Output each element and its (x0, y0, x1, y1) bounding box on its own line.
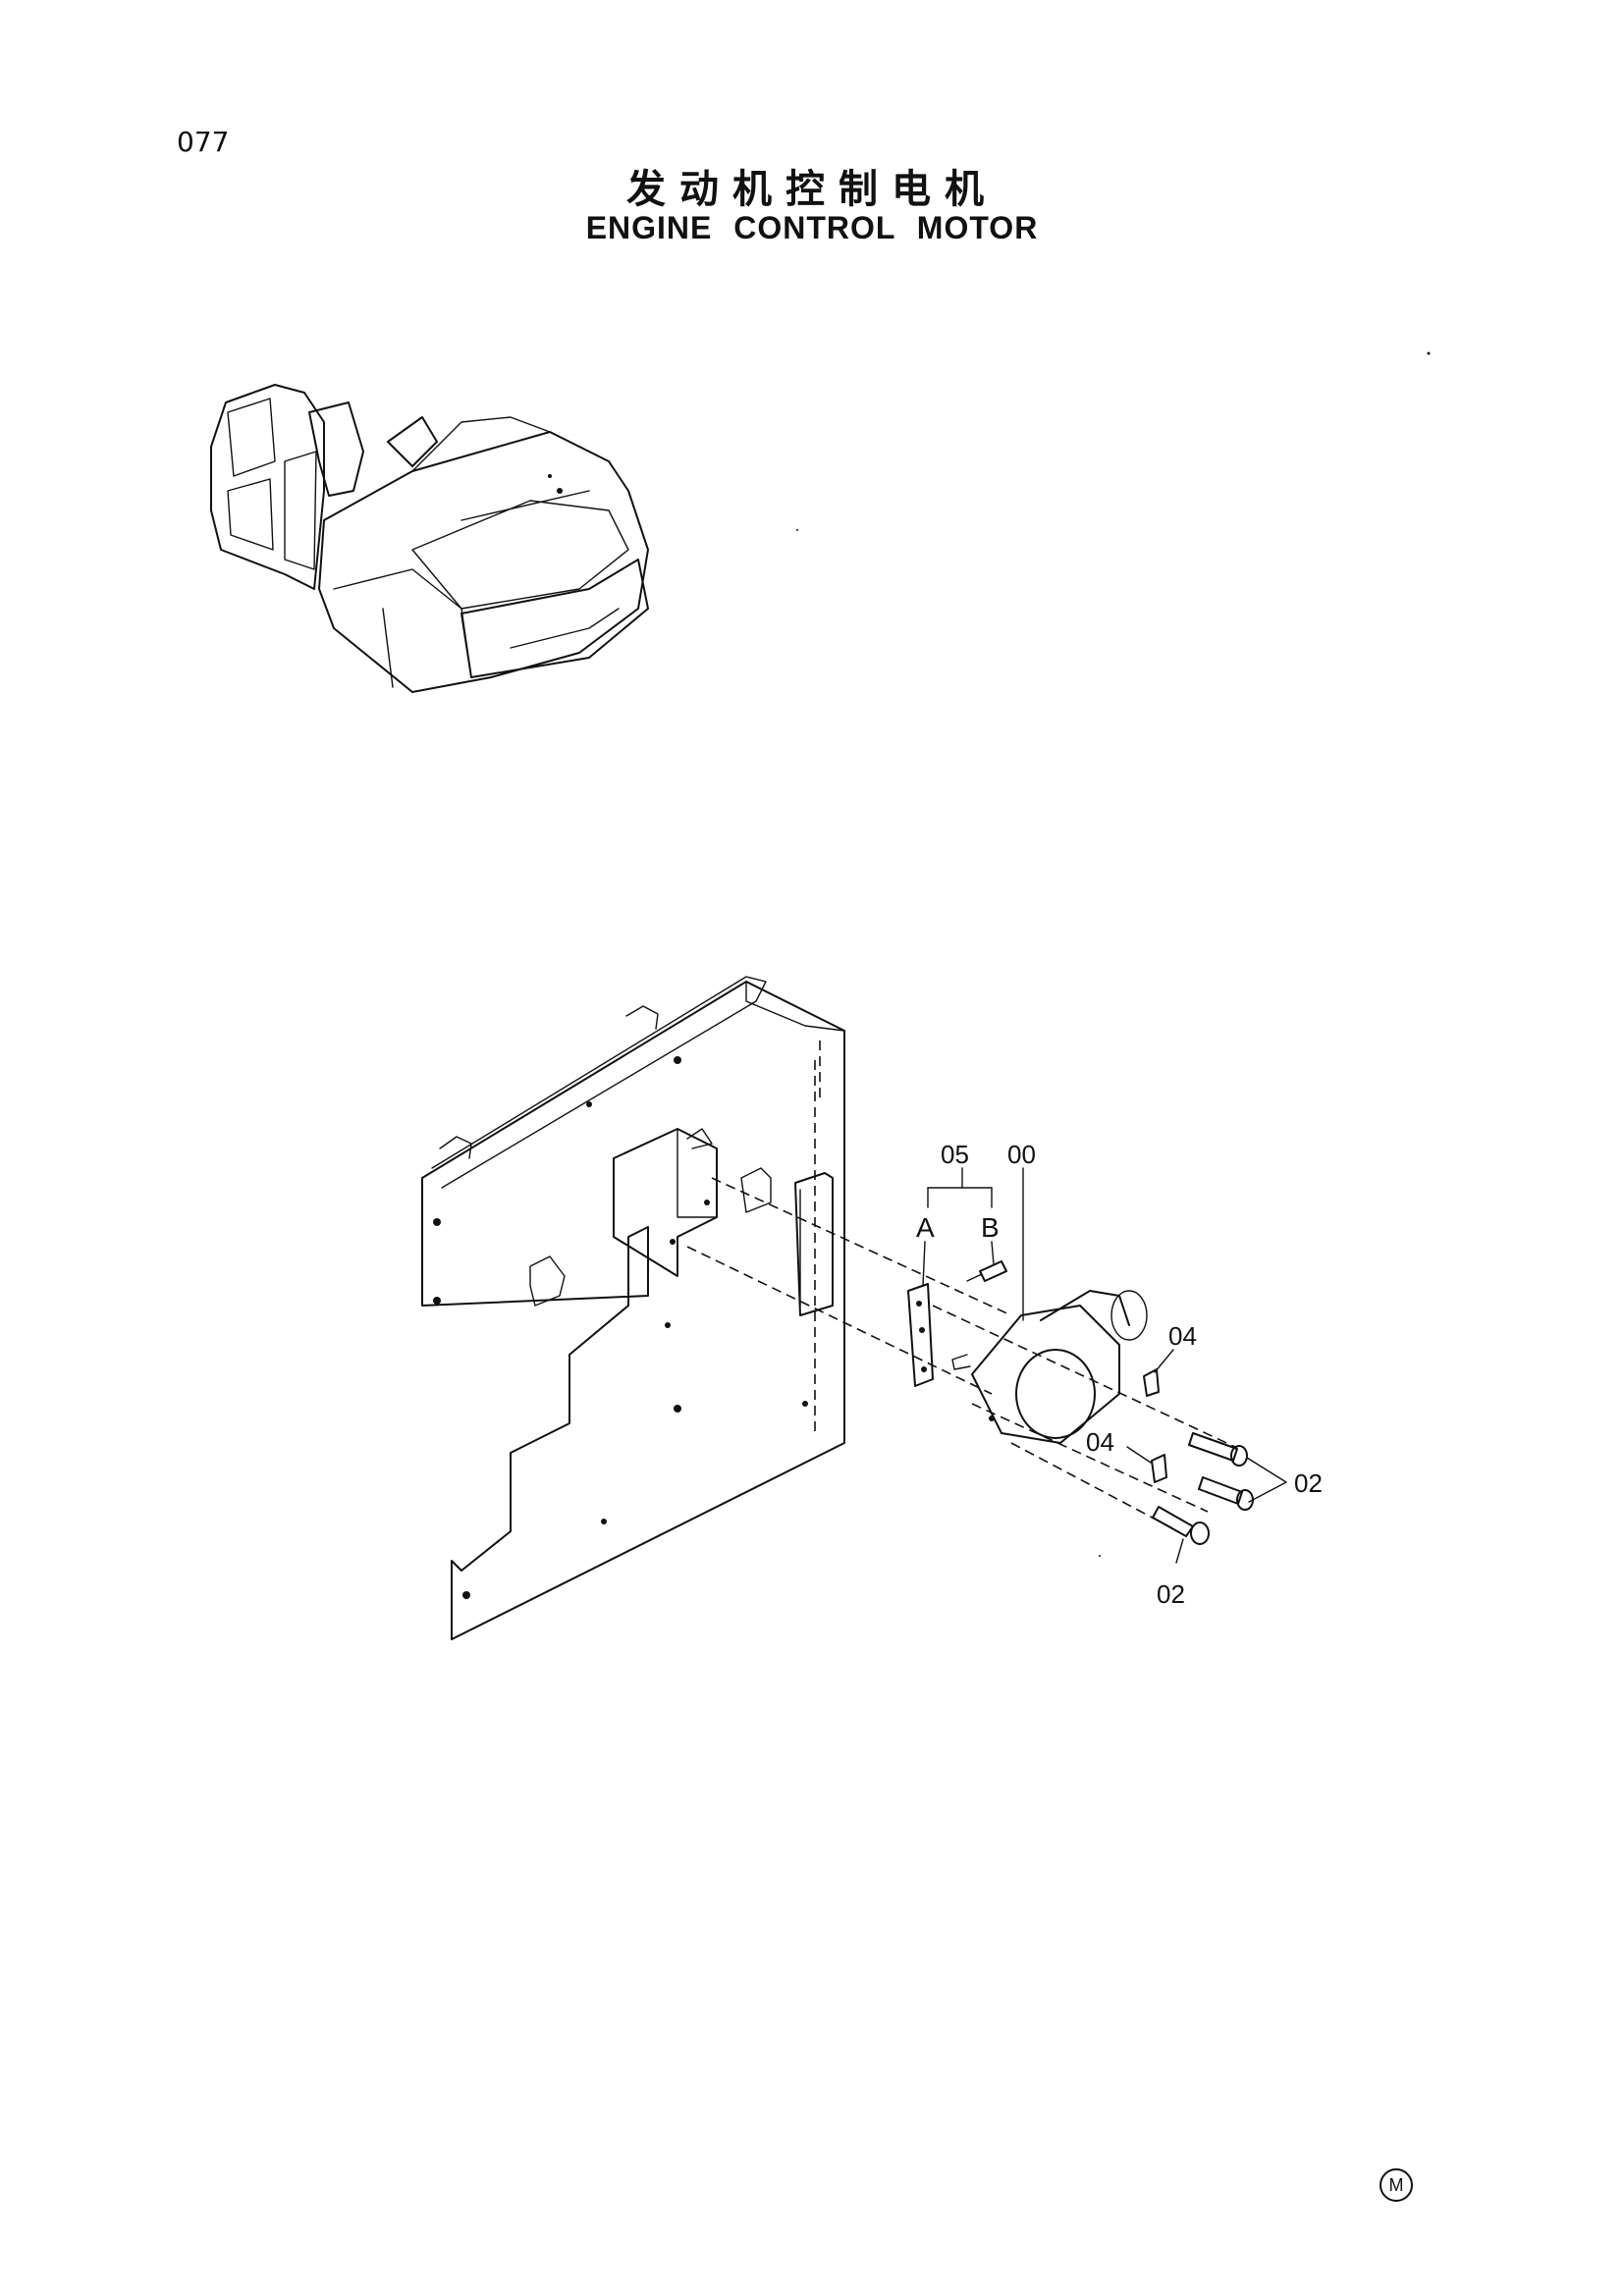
callout-b: B (981, 1212, 1000, 1243)
mounting-panel (421, 976, 845, 1640)
callout-a: A (916, 1212, 935, 1243)
callout-00: 00 (1007, 1140, 1036, 1169)
title-chinese: 发动机控制电机 (626, 167, 998, 212)
washers-04 (1143, 1368, 1167, 1483)
callout-04-upper: 04 (1168, 1321, 1197, 1351)
callout-02-bottom: 02 (1157, 1579, 1185, 1609)
bolts-02 (1152, 1432, 1254, 1545)
page-number: 077 (177, 126, 230, 158)
assembly-guide-lines (686, 1177, 1238, 1532)
callout-02-right: 02 (1294, 1468, 1323, 1498)
linkage-part-05 (907, 1260, 1007, 1387)
callout-04-lower: 04 (1086, 1427, 1114, 1457)
title-english: ENGINE CONTROL MOTOR (585, 210, 1039, 245)
callout-05: 05 (941, 1140, 969, 1169)
manufacturer-mark-icon: M (1380, 2168, 1413, 2202)
excavator-location-illustration (210, 384, 649, 693)
leader-lines (922, 1167, 1287, 1564)
engine-control-motor (951, 1290, 1148, 1444)
